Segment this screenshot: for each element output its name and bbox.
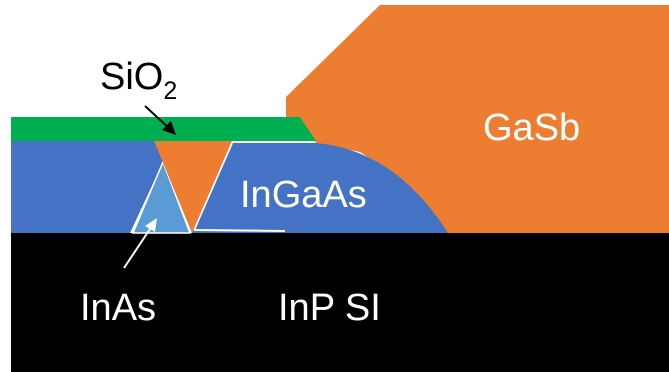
substrate-layer (11, 233, 669, 372)
ingaas-base-line (193, 229, 286, 232)
sio2-label: SiO2 (100, 56, 177, 105)
ingaas-label: InGaAs (240, 174, 367, 216)
gasb-label: GaSb (483, 107, 580, 149)
ingaas-left-region (11, 141, 164, 233)
inas-arrowhead (145, 218, 157, 232)
ingaas-right-region (192, 143, 448, 233)
sio2-arrowhead (162, 121, 176, 135)
sio2-subscript: 2 (163, 77, 177, 105)
gasb-region (286, 5, 669, 233)
trench-edge-line (193, 142, 233, 231)
sio2-arrow (144, 105, 171, 130)
substrate-label: InP SI (278, 287, 381, 329)
gasb-trench-fill (154, 141, 232, 233)
inas-region (131, 159, 192, 234)
inas-label: InAs (80, 287, 156, 329)
inas-arrow (123, 225, 153, 269)
